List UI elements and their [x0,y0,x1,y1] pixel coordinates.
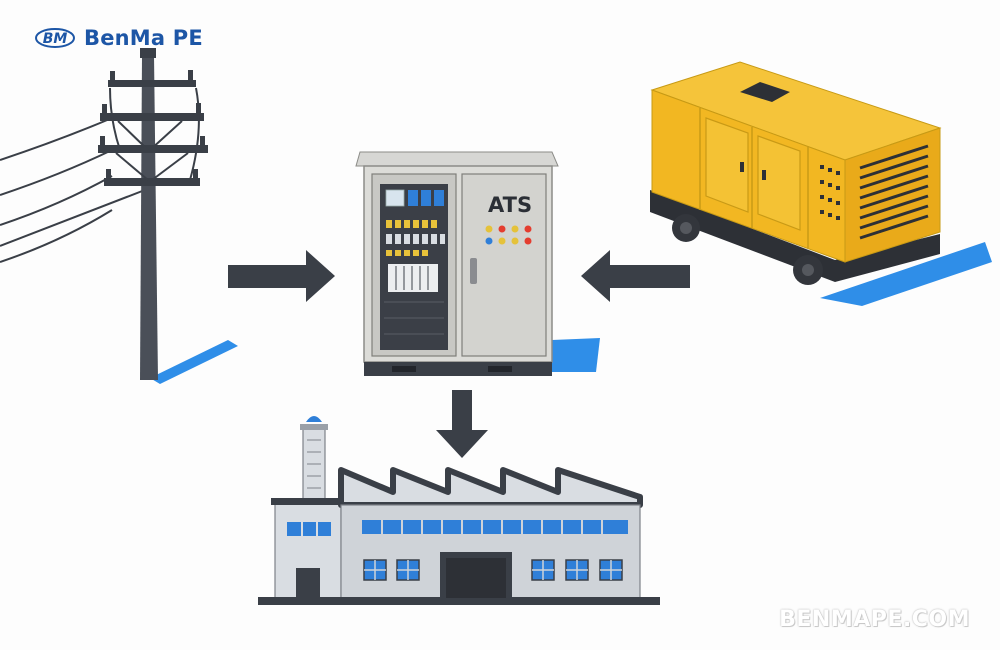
ats-cabinet-icon: ATS [355,151,600,376]
logo-mark-text: BM [43,31,68,47]
diesel-generator-icon [650,61,992,306]
site-watermark: BENMAPE.COM [779,607,970,632]
brand-logo: BM BenMa PE [34,26,203,50]
ats-label: ATS [488,193,532,217]
arrow-ats-to-factory [436,390,488,458]
arrow-pole-to-ats [228,250,335,302]
benma-logo-icon: BM [35,28,75,48]
factory-icon [258,416,660,605]
brand-name: BenMa PE [84,26,203,50]
arrow-generator-to-ats [581,250,690,302]
utility-pole-icon [0,48,238,384]
